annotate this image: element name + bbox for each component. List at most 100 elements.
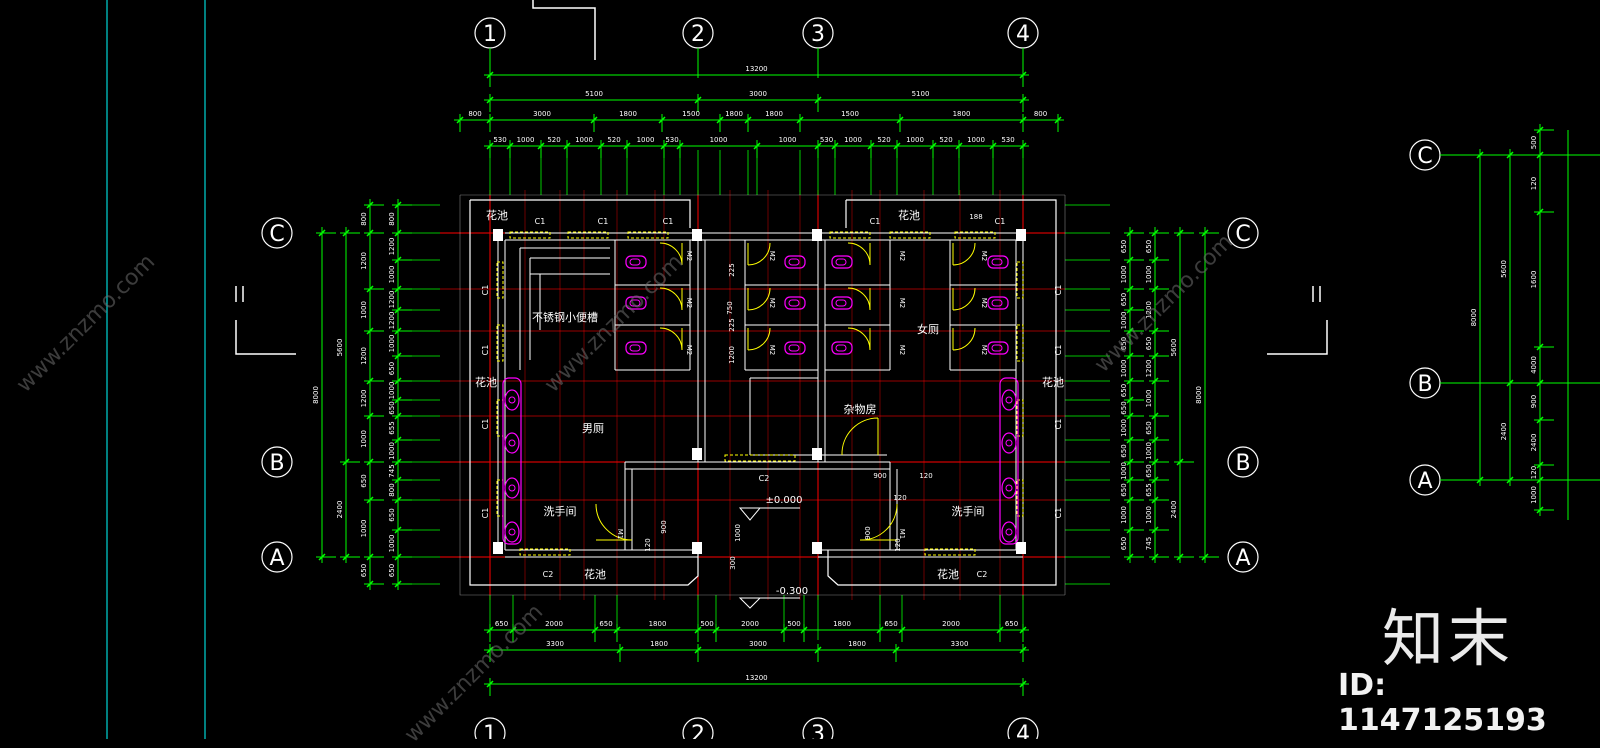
dim-left-inner-label: 1200 (360, 252, 368, 270)
walls (235, 0, 1328, 596)
window (496, 324, 504, 362)
structural-column (812, 542, 822, 554)
dim-left-fine-slash (394, 458, 402, 466)
dim-right-inner-label: 745 (1145, 537, 1153, 550)
dim-right-inner-slash (1151, 285, 1159, 293)
dim-farright-inner-label: 2400 (1530, 434, 1538, 452)
dim-top-row3-label: 530 (820, 136, 833, 144)
dim-left-mid-label: 2400 (336, 501, 344, 519)
dim-left-fine-label: 650 (388, 401, 396, 414)
grid-bubble-row (1227, 217, 1259, 249)
dim-left-inner-slash (366, 285, 374, 293)
dim-right-fine-label: 650 (1120, 293, 1128, 306)
window-mark-c1: C1 (663, 217, 674, 226)
dim-right-fine-slash (1126, 377, 1134, 385)
dim-left-fine-slash (394, 496, 402, 504)
dim-right-fine-slash (1126, 256, 1134, 264)
dim-top-row3-slash (814, 142, 822, 150)
dim-right-inner-slash (1151, 412, 1159, 420)
room-label-urinal: 不锈钢小便槽 (532, 311, 598, 324)
toilet-fixture-inner (991, 258, 1003, 266)
dim-right-fine-label: 650 (1120, 337, 1128, 350)
stall-door (747, 327, 771, 351)
dim-right-inner-slash (1151, 553, 1159, 561)
dim-top-row2-label: 1500 (841, 110, 859, 118)
dim-left-fine-slash (394, 580, 402, 588)
room-label-wash-right: 洗手间 (952, 504, 985, 518)
room-label-planter: 花池 (898, 209, 920, 222)
dim-right-fine-label: 650 (1120, 401, 1128, 414)
window (1016, 479, 1024, 517)
room-label-planter: 花池 (486, 209, 508, 222)
level-marker-outside (738, 597, 800, 609)
window-mark-c1: C1 (481, 508, 490, 519)
dim-right-inner-label: 1000 (1145, 506, 1153, 524)
dim-top-row3-slash (623, 142, 631, 150)
dim-top-row1-label: 3000 (749, 90, 767, 98)
dim-left-inner-label: 1000 (360, 430, 368, 448)
dim-farright-inner-slash (1536, 126, 1544, 134)
dim-top-row2-label: 1800 (619, 110, 637, 118)
structural-column (692, 542, 702, 554)
dim-left-fine-label: 1000 (388, 266, 396, 284)
window (724, 454, 796, 462)
dim-bot-row1-label: 500 (787, 620, 800, 628)
interior-dim-label: 900 (864, 526, 872, 539)
grid-bubble-label: C (1235, 222, 1250, 247)
toilet-fixture (987, 255, 1009, 269)
room-label-men: 男厕 (582, 422, 604, 435)
dim-left-mid-slash (342, 553, 350, 561)
window-mark-c1: C1 (995, 217, 1006, 226)
dim-right-mid-slash (1176, 458, 1184, 466)
dim-left-inner-slash (366, 458, 374, 466)
dim-top-row2-slash (658, 116, 666, 124)
door-mark-m2: M2 (768, 298, 776, 309)
dim-top-row2-slash (486, 116, 494, 124)
dim-bot-total-slash (1019, 680, 1027, 688)
dim-top-row3-label: 1000 (906, 136, 924, 144)
dim-farright-mid-label: 2400 (1500, 423, 1508, 441)
dim-left-mid-label: 5600 (336, 339, 344, 357)
window (567, 231, 609, 239)
dim-bot-row1-label: 2000 (741, 620, 759, 628)
dim-left-fine-slash (394, 229, 402, 237)
dim-right-mid-slash (1176, 229, 1184, 237)
grid-bubble-row (1227, 541, 1259, 573)
dim-left-outer-slash (318, 553, 326, 561)
window-mark-c1: C1 (535, 217, 546, 226)
grid-bubble-label: C (269, 222, 284, 247)
dim-right-fine-slash (1126, 436, 1134, 444)
washroom-door-right (859, 503, 898, 541)
dim-top-row3-label: 530 (493, 136, 506, 144)
dim-right-inner-slash (1151, 526, 1159, 534)
dim-right-fine-label: 650 (1120, 483, 1128, 496)
dim-left-fine-label: 650 (388, 564, 396, 577)
window (519, 548, 571, 556)
dim-top-row2-label: 3000 (533, 110, 551, 118)
dim-left-inner-label: 650 (360, 564, 368, 577)
fixtures (502, 242, 1019, 609)
dim-left-inner-slash (366, 496, 374, 504)
grid-bubble-col (474, 717, 506, 739)
stall-door (847, 327, 871, 351)
dim-right-mid-label: 2400 (1170, 501, 1178, 519)
dim-right-inner-slash (1151, 352, 1159, 360)
level-marker-floor (738, 507, 800, 521)
grid-bubble-col (682, 717, 714, 739)
dim-top-row3-slash (831, 142, 839, 150)
dim-right-fine-label: 650 (1120, 384, 1128, 397)
dim-left-fine-label: 745 (388, 464, 396, 477)
door-mark-m2: M2 (898, 345, 906, 356)
structural-column (1016, 229, 1026, 241)
toilet-fixture-inner (835, 344, 847, 352)
watermark-logo: 知末 (1382, 602, 1515, 675)
dim-right-inner-label: 1200 (1145, 301, 1153, 319)
dim-farright-inner-slash (1536, 416, 1544, 424)
dim-right-mid-label: 5600 (1170, 339, 1178, 357)
dim-top-row1-slash (694, 96, 702, 104)
dim-right-fine-label: 1000 (1120, 360, 1128, 378)
structural-column (692, 229, 702, 241)
wash-basin-drain (508, 439, 516, 447)
dim-left-mid-slash (342, 229, 350, 237)
dim-right-inner-slash (1151, 496, 1159, 504)
